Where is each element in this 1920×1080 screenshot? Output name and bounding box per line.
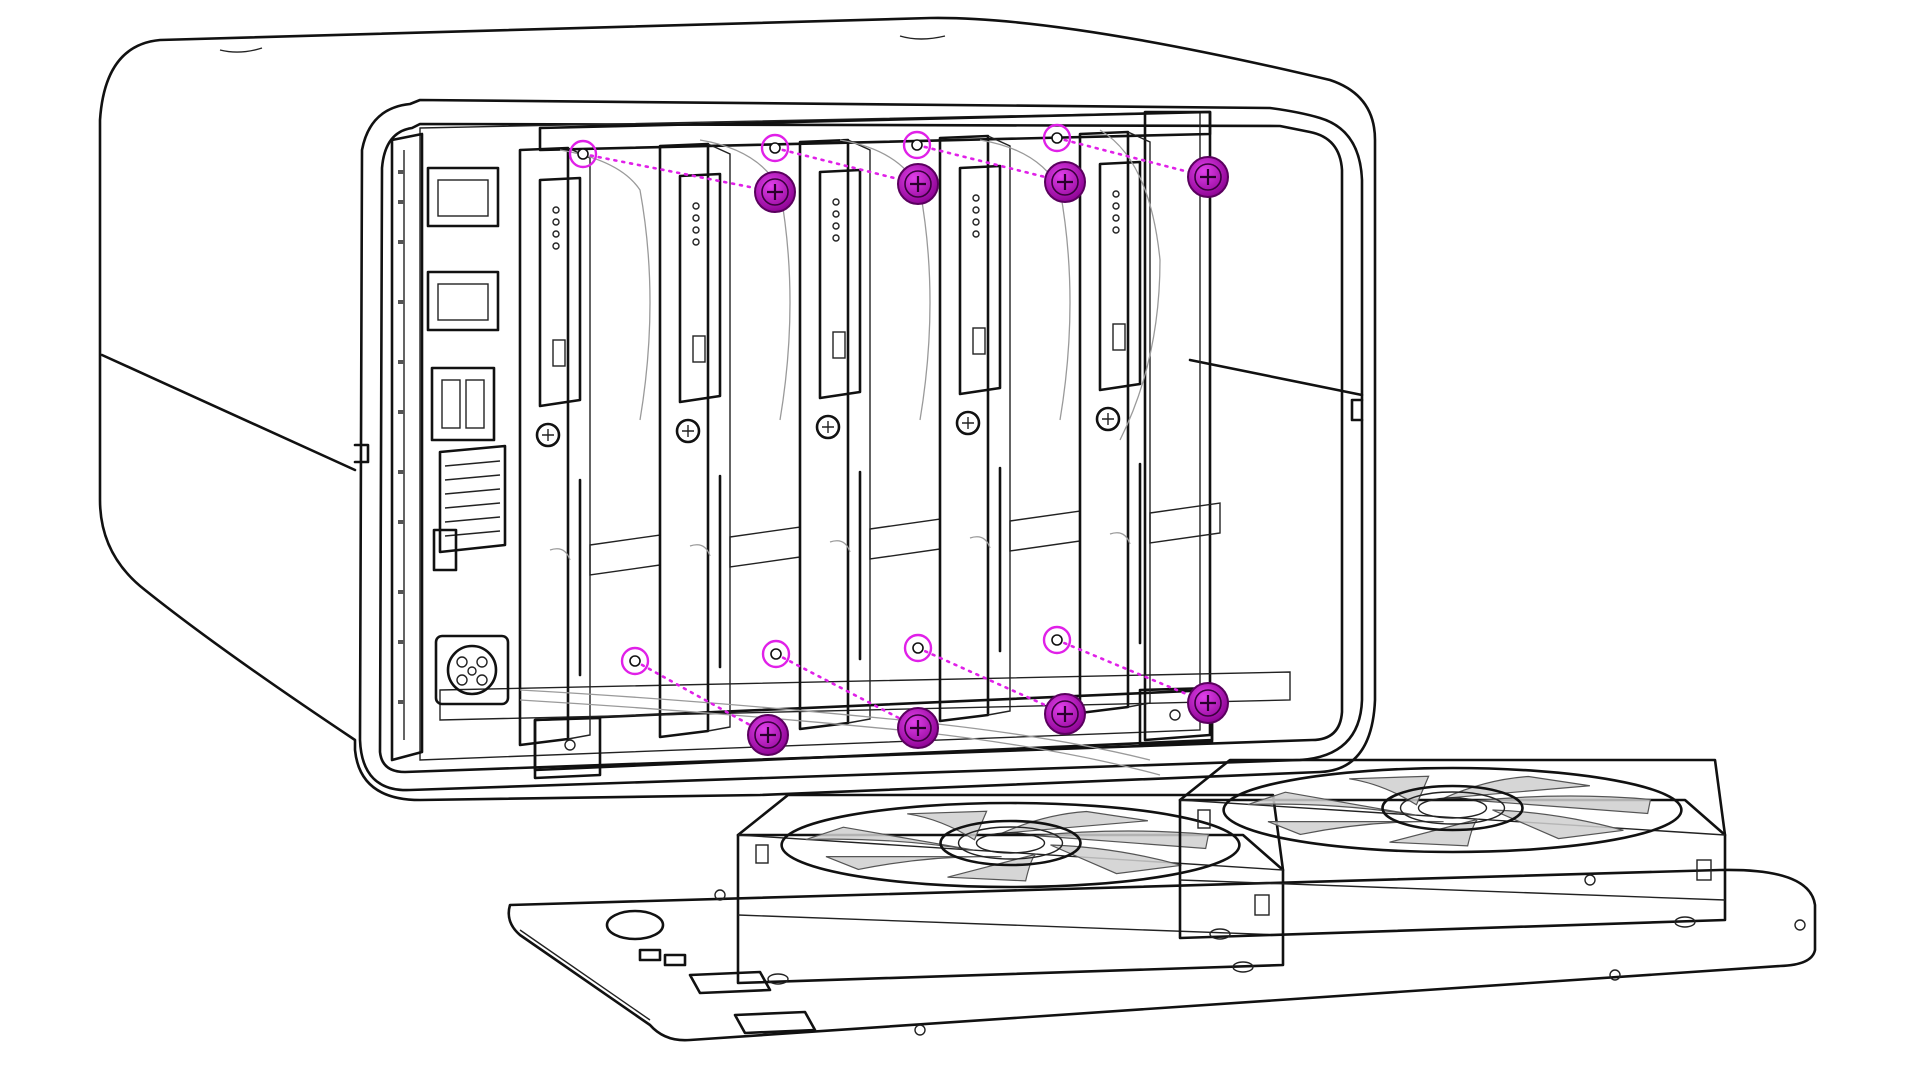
- screw-icon: [955, 410, 981, 436]
- screw-icon: [897, 163, 939, 205]
- drive-connector: [678, 172, 722, 404]
- screw-icon: [1044, 161, 1086, 203]
- motherboard-io: [390, 132, 510, 762]
- screw-icon: [675, 418, 701, 444]
- screw-icon: [747, 714, 789, 756]
- screw-position-marker: [620, 646, 650, 676]
- drive-connector: [538, 176, 582, 408]
- cable-bundle: [519, 129, 1161, 776]
- drive-caddy: [1078, 130, 1221, 715]
- screw-position-marker: [568, 139, 598, 169]
- screw-icon: [897, 707, 939, 749]
- fans: [736, 758, 1727, 985]
- leader-line: [916, 646, 1067, 716]
- ethernet-port-icon: [426, 166, 500, 228]
- base-plate: [507, 868, 1817, 1042]
- drive-connector: [818, 168, 862, 400]
- ethernet-port-icon: [426, 270, 500, 332]
- screw-icon: [1095, 406, 1121, 432]
- drive-caddy: [518, 146, 661, 747]
- screws: [747, 156, 1229, 756]
- usb-port-icon: [430, 366, 496, 442]
- screw-icon: [754, 171, 796, 213]
- leader-line: [773, 146, 920, 186]
- screw-position-marker: [903, 633, 933, 663]
- power-connector-icon: [434, 634, 510, 706]
- leader-line: [633, 659, 770, 737]
- leader-line: [1055, 136, 1210, 179]
- screw-position-marker: [902, 130, 932, 160]
- leader-line: [915, 143, 1067, 184]
- drive-connector: [1098, 160, 1142, 392]
- screw-icon: [1044, 693, 1086, 735]
- screw-position-marker: [1042, 123, 1072, 153]
- fan-icon: [1178, 758, 1727, 940]
- screw-icon: [1187, 156, 1229, 198]
- screw-position-marker: [761, 639, 791, 669]
- drive-caddy: [798, 138, 941, 731]
- leader-line: [1055, 638, 1210, 705]
- interior-chassis: [419, 110, 1291, 780]
- screw-position-marker: [760, 133, 790, 163]
- screw-icon: [815, 414, 841, 440]
- screw-position-marker: [1042, 625, 1072, 655]
- leader-line: [774, 652, 920, 730]
- enclosure-shell: [98, 16, 1377, 802]
- leader-lines: [581, 136, 1210, 737]
- fan-icon: [736, 793, 1285, 985]
- screw-icon: [535, 422, 561, 448]
- leader-line: [581, 152, 777, 194]
- drive-bays: [518, 130, 1221, 747]
- drive-caddy: [938, 134, 1081, 723]
- drive-connector: [958, 164, 1002, 396]
- screw-position-markers: [568, 123, 1072, 676]
- drive-caddy: [658, 142, 801, 739]
- screw-icon: [1187, 682, 1229, 724]
